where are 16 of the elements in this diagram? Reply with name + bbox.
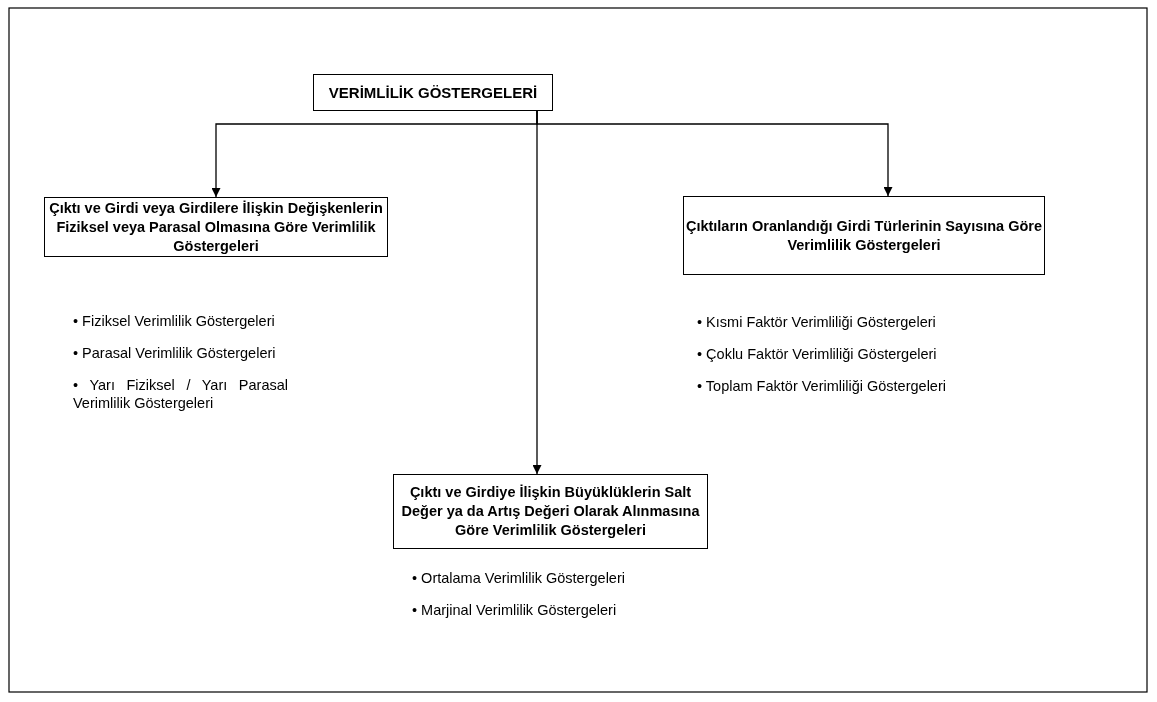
list-item: • Yarı Fiziksel / Yarı Parasal Verimlilik Göstergeleri (73, 376, 288, 412)
box-title: Çıktı ve Girdiye İlişkin Büyüklüklerin Salt Değer ya da Artış Değeri Olarak Alınmasına Göre Verimlilik Göstergeleri (400, 483, 701, 540)
list-item: • Çoklu Faktör Verimliliği Göstergeleri (697, 345, 938, 363)
box-title: Çıktı ve Girdi veya Girdilere İlişkin Değişkenlerin Fiziksel veya Parasal Olmasına Göre Verimlilik Göstergeleri (48, 198, 384, 256)
category-box (683, 196, 1045, 275)
list-item: • Fiziksel Verimlilik Göstergeleri (73, 312, 276, 330)
box-title: VERİMLİLİK GÖSTERGELERİ (328, 83, 538, 102)
arrow (536, 110, 893, 197)
list-item: • Marjinal Verimlilik Göstergeleri (412, 601, 618, 619)
box-title: Çıktıların Oranlandığı Girdi Türlerinin Sayısına Göre Verimlilik Göstergeleri (684, 216, 1044, 255)
category-box (393, 474, 708, 549)
list-item: • Ortalama Verimlilik Göstergeleri (412, 569, 626, 587)
list-item: • Kısmi Faktör Verimliliği Göstergeleri (697, 313, 937, 331)
root-box (313, 74, 553, 111)
list-item: • Toplam Faktör Verimliliği Göstergeleri (697, 377, 947, 395)
list-item: • Parasal Verimlilik Göstergeleri (73, 344, 277, 362)
